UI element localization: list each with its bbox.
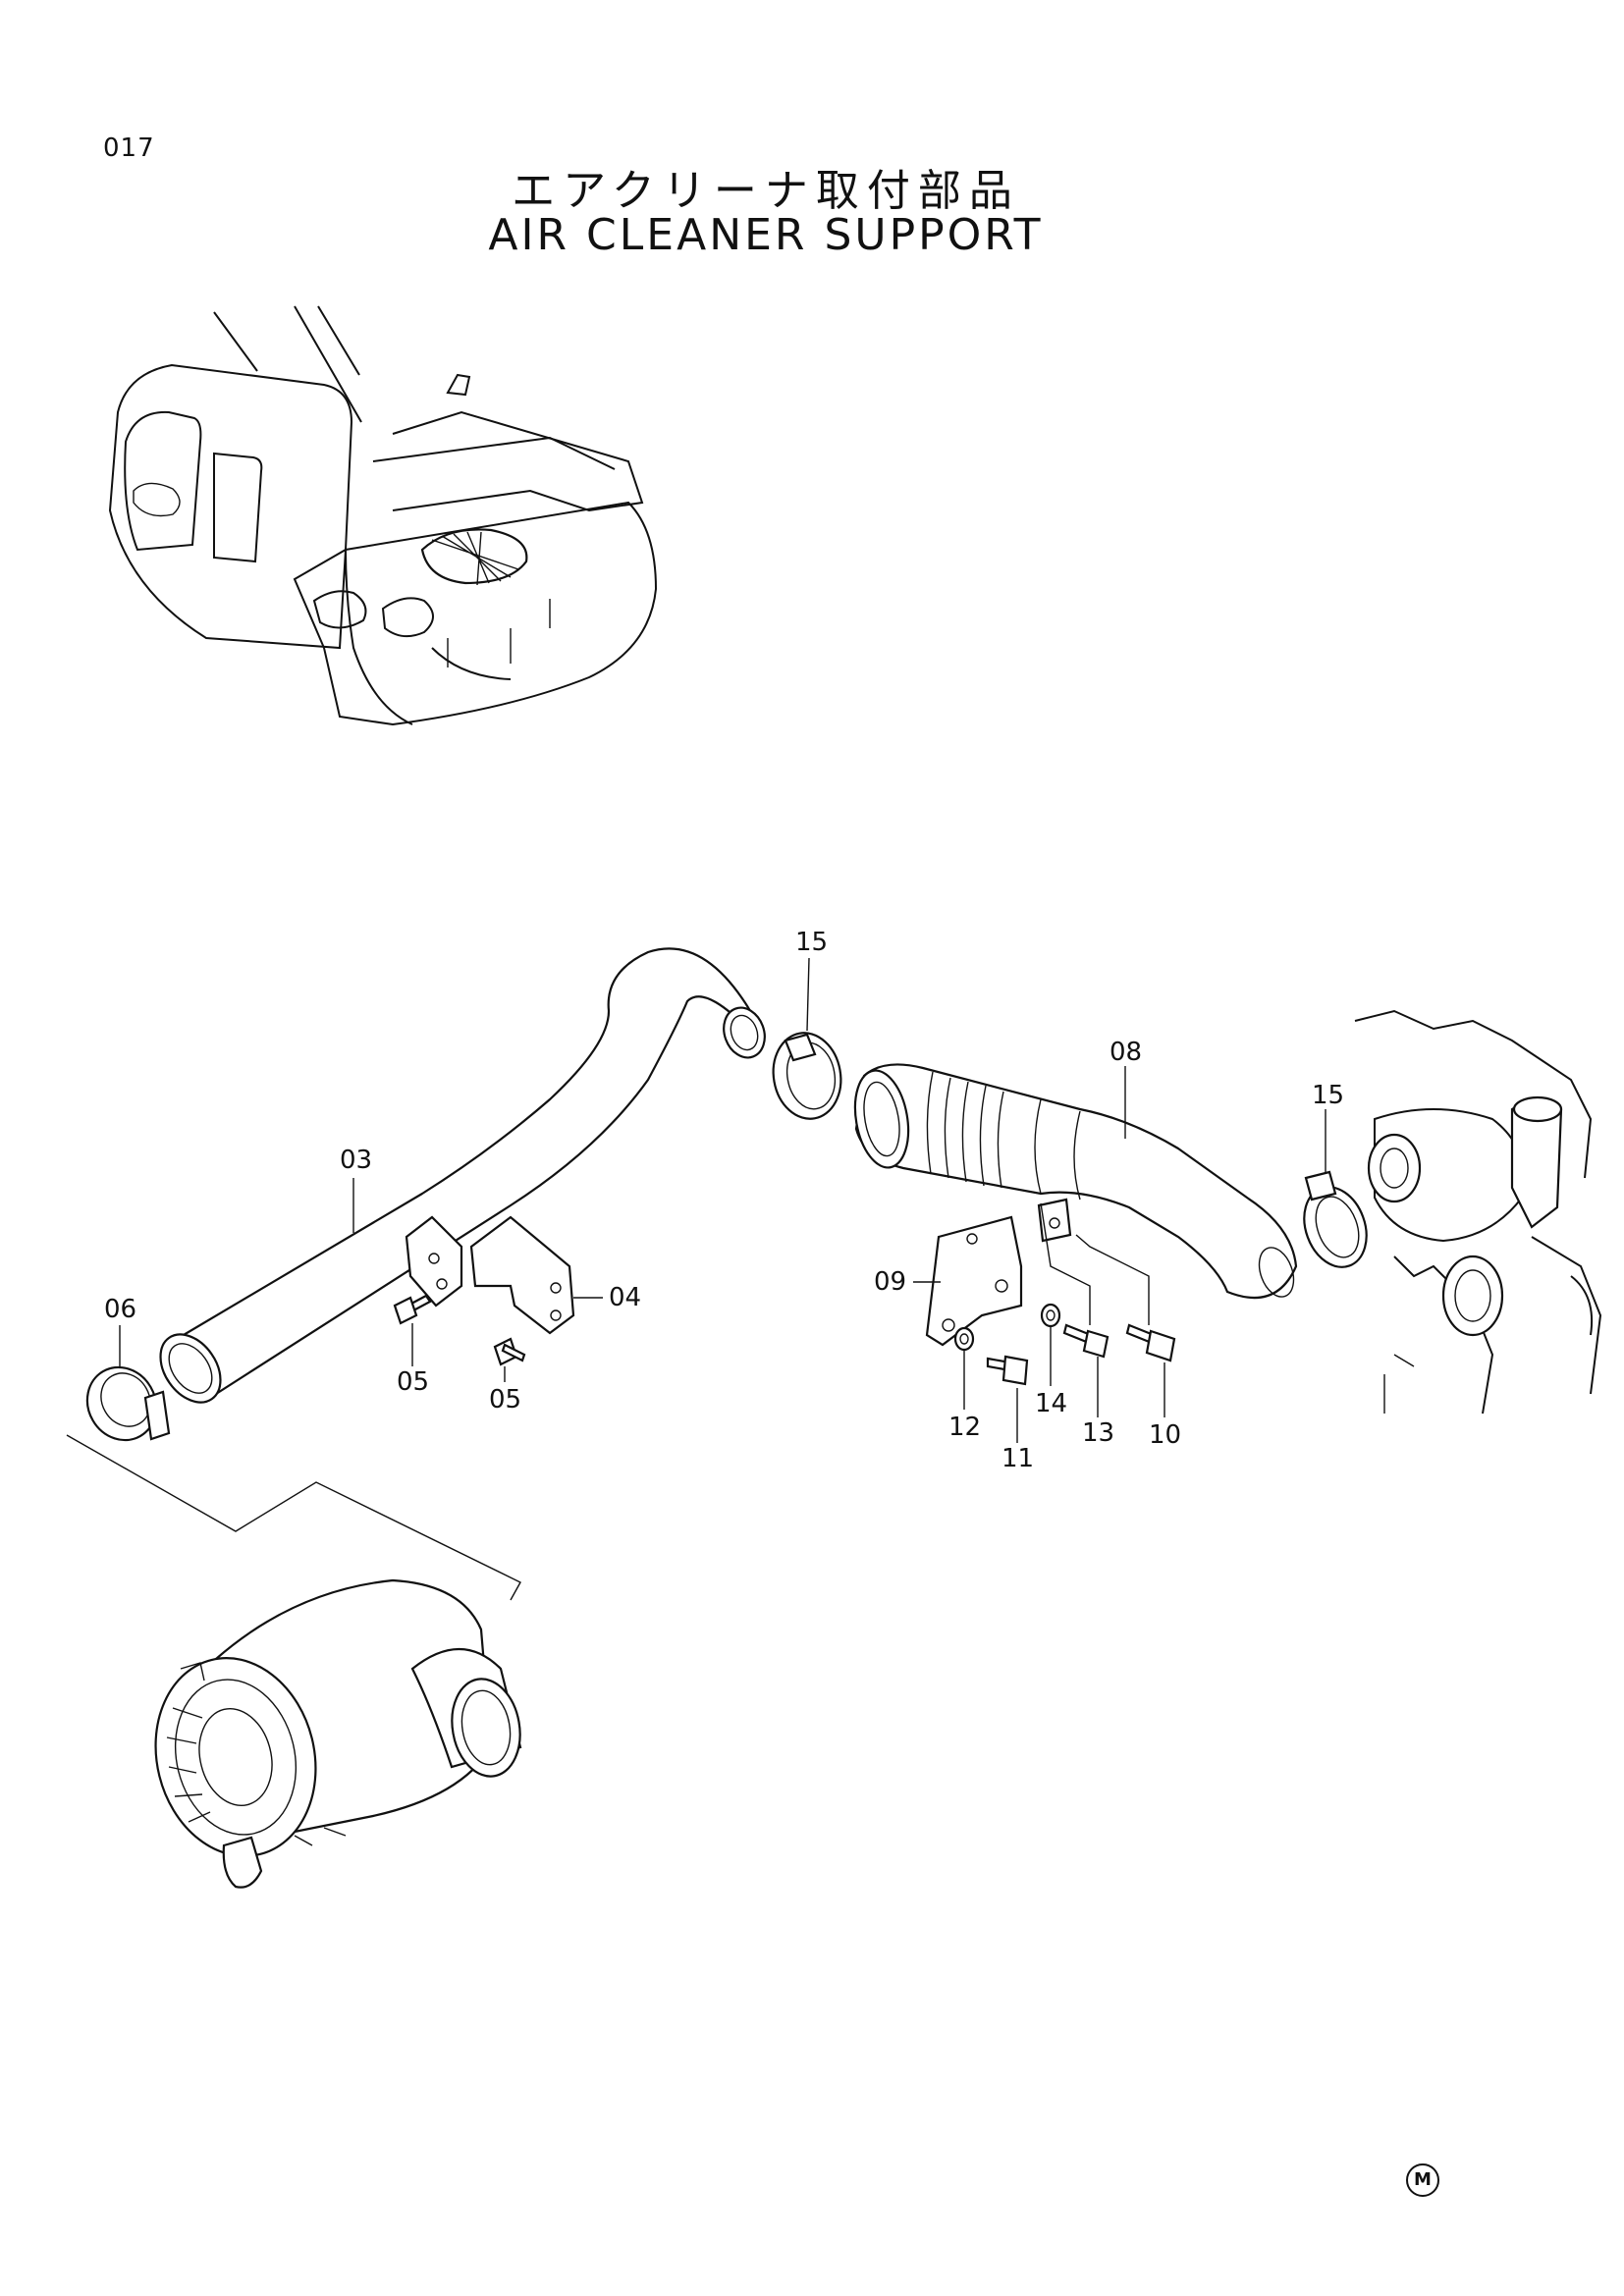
clamp-15-a bbox=[772, 1032, 842, 1120]
engine-turbocharger bbox=[1354, 1009, 1602, 1415]
label-04: 04 bbox=[609, 1283, 641, 1312]
clamp-06 bbox=[85, 1365, 171, 1442]
manufacturer-mark: M bbox=[1406, 2163, 1439, 2197]
label-15-a: 15 bbox=[795, 928, 828, 957]
bolt-11 bbox=[986, 1355, 1029, 1386]
label-09: 09 bbox=[874, 1267, 906, 1297]
bolt-13 bbox=[1062, 1323, 1110, 1359]
leader-lines bbox=[119, 957, 1326, 1443]
page-number: 017 bbox=[103, 133, 155, 163]
title-english: AIR CLEANER SUPPORT bbox=[488, 210, 1044, 260]
bolt-05-a bbox=[393, 1294, 432, 1325]
label-05-a: 05 bbox=[397, 1367, 429, 1397]
label-08: 08 bbox=[1110, 1038, 1142, 1067]
bracket-04 bbox=[469, 1215, 575, 1335]
label-13: 13 bbox=[1082, 1418, 1114, 1448]
hose-bracket bbox=[405, 1215, 463, 1308]
washer-12 bbox=[953, 1326, 975, 1352]
label-11: 11 bbox=[1001, 1444, 1034, 1473]
hose-08 bbox=[853, 1063, 1298, 1300]
label-05-b: 05 bbox=[489, 1385, 521, 1415]
label-14: 14 bbox=[1035, 1389, 1067, 1418]
label-10: 10 bbox=[1149, 1420, 1181, 1450]
air-cleaner-body bbox=[154, 1578, 522, 1889]
bolt-10 bbox=[1125, 1323, 1176, 1362]
title-japanese: エアクリーナ取付部品 bbox=[512, 166, 1020, 216]
label-15-b: 15 bbox=[1312, 1081, 1344, 1110]
clamp-15-b bbox=[1303, 1170, 1368, 1268]
label-12: 12 bbox=[948, 1413, 981, 1442]
bracket-09 bbox=[925, 1198, 1072, 1347]
label-03: 03 bbox=[340, 1146, 372, 1175]
hose-03 bbox=[159, 947, 766, 1404]
assembly-leader-frame bbox=[66, 1434, 521, 1601]
washer-14 bbox=[1040, 1303, 1061, 1328]
bolt-05-b bbox=[493, 1337, 526, 1366]
machine-overview-illustration bbox=[108, 305, 658, 726]
label-06: 06 bbox=[104, 1295, 136, 1324]
